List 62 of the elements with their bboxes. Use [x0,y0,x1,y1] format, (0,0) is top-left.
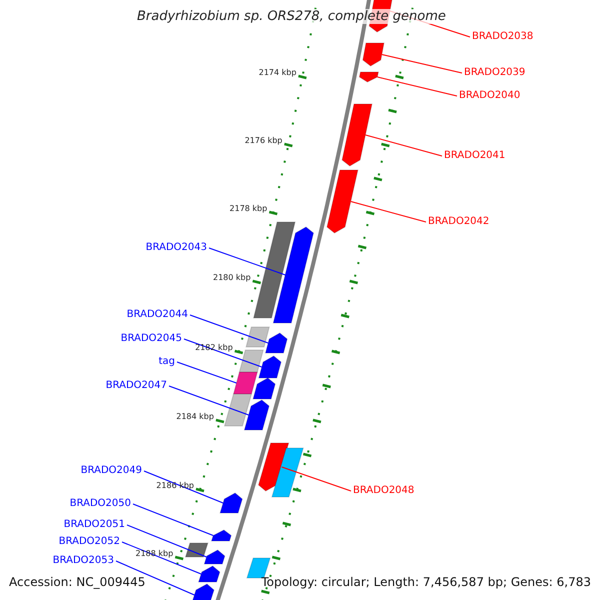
scale-label: 2184 kbp [176,412,214,422]
gene-marker [342,104,373,167]
scale-label: 2180 kbp [213,273,251,283]
scale-label: 2176 kbp [244,136,282,146]
gene-marker [258,355,282,378]
leader-line [208,248,286,276]
leader-line [168,386,250,416]
leader-line [176,362,237,384]
gene-label: BRADO2047 [106,380,167,392]
leader-line [116,560,195,596]
gene-marker [219,492,243,514]
leader-line [376,76,458,96]
leader-line [122,542,202,574]
leader-line [132,504,214,536]
gene-label: BRADO2051 [64,519,125,531]
gene-label: BRADO2043 [146,242,207,254]
gene-marker [190,583,215,600]
leader-line [144,470,224,504]
leader-line [381,54,462,74]
gene-label: tag [158,356,175,368]
scale-label: 2186 kbp [156,481,194,491]
gene-marker [358,72,379,83]
gene-label: BRADO2045 [120,333,182,345]
gene-marker [326,170,359,234]
leader-line [365,134,442,156]
feature-bar [246,558,271,578]
gene-label: BRADO2050 [70,498,131,510]
feature-bar [184,542,209,558]
chart-title: Bradyrhizobium sp. ORS278, complete genome [137,9,446,24]
gene-label: BRADO2042 [428,216,490,228]
feature-bar [238,350,264,372]
gene-marker [244,399,270,430]
gene-label: BRADO2038 [472,31,534,43]
gene-marker [362,42,385,67]
gene-label: BRADO2048 [353,485,414,497]
scale-label: 2174 kbp [258,68,296,78]
gene-marker [204,549,226,564]
feature-bar [224,394,252,426]
feature-bar [271,448,304,498]
gene-marker [252,377,276,400]
gene-label: BRADO2039 [464,67,526,79]
scale-label: 2178 kbp [230,204,268,214]
gene-label: BRADO2041 [444,150,506,162]
accession-text: Accession: NC_009445 [9,575,146,589]
gene-marker [258,442,290,492]
gene-marker [264,332,288,354]
gene-label: BRADO2052 [58,536,120,548]
gene-marker [198,565,220,582]
gene-label: BRADO2044 [126,309,188,321]
feature-bar [232,372,258,394]
feature-bar [245,326,270,348]
gene-label: BRADO2053 [52,555,114,567]
leader-line [126,524,207,558]
leader-line [281,466,352,492]
leader-line [350,201,426,222]
gene-marker [272,226,314,324]
genome-info-text: Topology: circular; Length: 7,456,587 bp; Genes: 6,783 [261,575,591,589]
gene-label: BRADO2040 [459,90,520,102]
gene-marker [210,529,232,542]
feature-bar [252,222,296,318]
leader-line [184,338,262,368]
gene-label: BRADO2049 [80,465,142,477]
